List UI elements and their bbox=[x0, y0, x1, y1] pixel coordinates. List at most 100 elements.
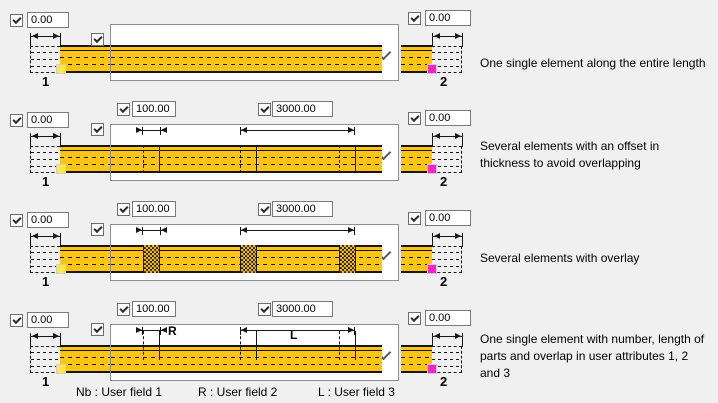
division-line bbox=[143, 145, 144, 173]
start-ghost-segment bbox=[30, 46, 60, 73]
start-ghost-segment bbox=[30, 346, 60, 373]
length-dimension bbox=[240, 127, 355, 135]
overlap-input[interactable] bbox=[132, 201, 176, 217]
l-dimension-label: L bbox=[290, 328, 298, 342]
beam-end-stub bbox=[401, 345, 432, 373]
beam-preview bbox=[111, 45, 382, 73]
length-checkbox[interactable] bbox=[258, 103, 271, 116]
division-line bbox=[143, 331, 144, 360]
end-handle bbox=[427, 364, 437, 374]
legend-r-user-field-2: R : User field 2 bbox=[198, 385, 278, 399]
division-line bbox=[339, 331, 340, 360]
start-offset-dimension bbox=[30, 233, 61, 247]
start-offset-input[interactable] bbox=[27, 112, 69, 128]
end-handle bbox=[427, 264, 437, 274]
point-1-label: 1 bbox=[42, 74, 50, 89]
overlap-checkbox[interactable] bbox=[117, 203, 130, 216]
option-row-offset-thickness: 1 2 Several elements with an offset in t… bbox=[0, 100, 718, 200]
start-offset-dimension bbox=[30, 133, 61, 147]
division-line bbox=[256, 331, 257, 360]
length-input[interactable] bbox=[272, 201, 333, 217]
point-1-label: 1 bbox=[42, 274, 50, 289]
start-ghost-segment bbox=[30, 146, 60, 173]
distribution-enable-checkbox[interactable] bbox=[91, 223, 104, 236]
distribution-enable-checkbox[interactable] bbox=[91, 33, 104, 46]
overlay-patch bbox=[240, 245, 257, 273]
overlap-dimension bbox=[136, 127, 167, 135]
start-offset-dimension bbox=[30, 33, 61, 47]
distribution-preview-dropdown[interactable] bbox=[110, 24, 399, 81]
division-line bbox=[355, 331, 356, 360]
legend-l-user-field-3: L : User field 3 bbox=[318, 385, 395, 399]
start-handle bbox=[56, 164, 66, 174]
end-offset-input[interactable] bbox=[425, 310, 471, 326]
point-2-label: 2 bbox=[440, 174, 448, 189]
beam-end-stub bbox=[401, 245, 432, 273]
distribution-preview-dropdown[interactable] bbox=[110, 324, 399, 381]
end-handle bbox=[427, 164, 437, 174]
overlap-input[interactable] bbox=[132, 301, 176, 317]
start-offset-input[interactable] bbox=[27, 12, 69, 28]
start-offset-input[interactable] bbox=[27, 312, 69, 328]
overlap-checkbox[interactable] bbox=[117, 303, 130, 316]
overlay-patch bbox=[339, 245, 356, 273]
start-offset-input[interactable] bbox=[27, 212, 69, 228]
beam-start-stub bbox=[60, 145, 110, 173]
distribution-enable-checkbox[interactable] bbox=[91, 123, 104, 136]
end-offset-input[interactable] bbox=[425, 110, 471, 126]
end-offset-dimension bbox=[432, 333, 463, 347]
row-caption: Several elements with an offset in thick… bbox=[480, 139, 660, 170]
start-offset-checkbox[interactable] bbox=[10, 214, 23, 227]
start-offset-checkbox[interactable] bbox=[10, 14, 23, 27]
start-handle bbox=[56, 364, 66, 374]
division-line bbox=[240, 331, 241, 360]
row-caption: One single element along the entire leng… bbox=[480, 56, 706, 70]
beam-end-stub bbox=[401, 45, 432, 73]
user-field-legend: Nb : User field 1 R : User field 2 L : U… bbox=[0, 384, 718, 403]
end-offset-checkbox[interactable] bbox=[408, 112, 421, 125]
beam-preview bbox=[111, 345, 382, 373]
end-offset-checkbox[interactable] bbox=[408, 12, 421, 25]
point-1-label: 1 bbox=[42, 374, 50, 389]
distribution-enable-checkbox[interactable] bbox=[91, 323, 104, 336]
end-offset-input[interactable] bbox=[425, 10, 471, 26]
end-offset-input[interactable] bbox=[425, 210, 471, 226]
length-input[interactable] bbox=[272, 101, 333, 117]
division-line bbox=[355, 145, 356, 173]
start-handle bbox=[56, 264, 66, 274]
length-input[interactable] bbox=[272, 301, 333, 317]
division-line bbox=[256, 145, 257, 173]
point-1-label: 1 bbox=[42, 174, 50, 189]
legend-nb-user-field-1: Nb : User field 1 bbox=[76, 385, 163, 399]
division-line bbox=[159, 145, 160, 173]
beam-start-stub bbox=[60, 245, 110, 273]
beam-preview bbox=[111, 145, 382, 173]
end-handle bbox=[427, 64, 437, 74]
point-2-label: 2 bbox=[440, 74, 448, 89]
length-checkbox[interactable] bbox=[258, 203, 271, 216]
r-dimension-label: R bbox=[168, 324, 177, 338]
option-row-overlay: 1 2 Several elements with overlay bbox=[0, 200, 718, 300]
end-offset-dimension bbox=[432, 33, 463, 47]
start-offset-checkbox[interactable] bbox=[10, 314, 23, 327]
overlap-checkbox[interactable] bbox=[117, 103, 130, 116]
end-offset-checkbox[interactable] bbox=[408, 312, 421, 325]
option-row-single-element: 1 2 One single element along the entire … bbox=[0, 0, 718, 100]
row-caption: Several elements with overlay bbox=[480, 251, 640, 265]
end-offset-dimension bbox=[432, 233, 463, 247]
overlap-dimension bbox=[136, 327, 167, 335]
division-line bbox=[339, 145, 340, 173]
division-line bbox=[159, 331, 160, 360]
beam-start-stub bbox=[60, 45, 110, 73]
distribution-preview-dropdown[interactable] bbox=[110, 124, 399, 181]
length-dimension bbox=[240, 227, 355, 235]
end-offset-dimension bbox=[432, 133, 463, 147]
end-offset-checkbox[interactable] bbox=[408, 212, 421, 225]
overlap-input[interactable] bbox=[132, 101, 176, 117]
start-offset-dimension bbox=[30, 333, 61, 347]
start-offset-checkbox[interactable] bbox=[10, 114, 23, 127]
beam-end-stub bbox=[401, 145, 432, 173]
point-2-label: 2 bbox=[440, 374, 448, 389]
length-checkbox[interactable] bbox=[258, 303, 271, 316]
